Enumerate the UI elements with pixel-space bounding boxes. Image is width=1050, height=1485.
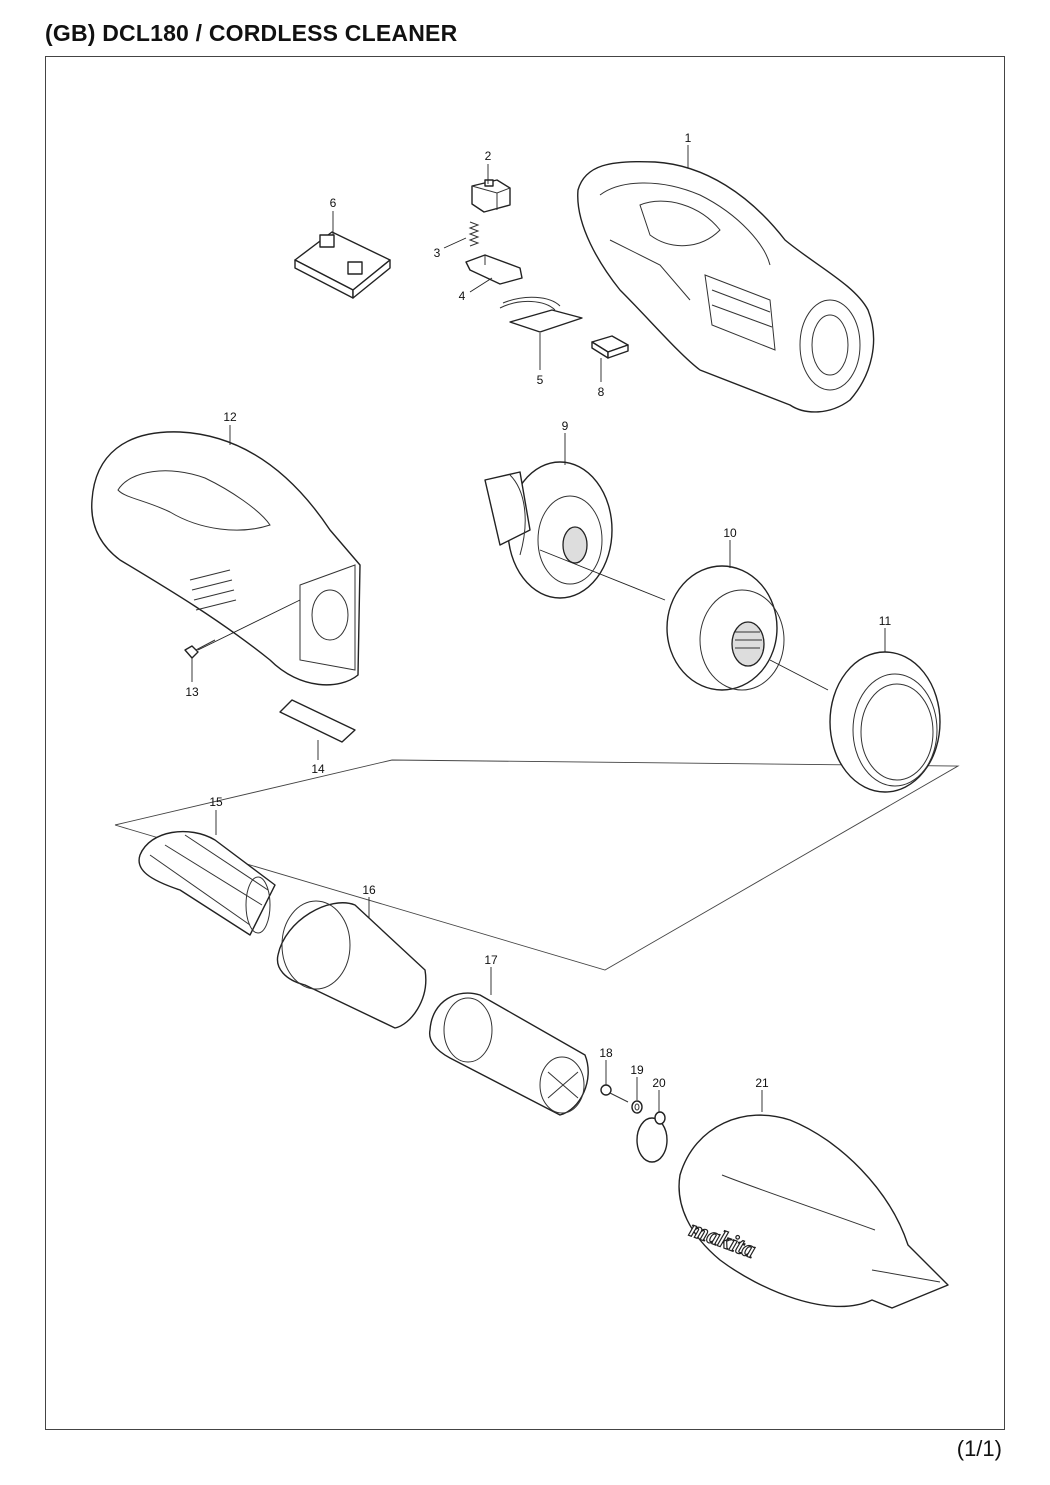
part-number: 18: [599, 1046, 613, 1060]
part-number: 1: [685, 131, 692, 145]
part-17-prefilter[interactable]: [428, 992, 589, 1116]
part-number: 14: [311, 762, 325, 776]
part-number: 15: [209, 795, 223, 809]
part-4-switch-lever[interactable]: [465, 254, 523, 285]
leader-lines: [191, 145, 886, 1112]
part-number: 13: [185, 685, 199, 699]
part-number: 20: [652, 1076, 666, 1090]
part-11-ring[interactable]: [829, 651, 941, 793]
part-1-housing-half[interactable]: [577, 160, 875, 413]
part-number: 3: [434, 246, 441, 260]
part-number: 17: [484, 953, 498, 967]
part-9-motor-fan[interactable]: [484, 461, 613, 599]
diagram-frame: [45, 56, 1005, 1430]
part-8-pad[interactable]: [591, 335, 629, 359]
part-number: 4: [459, 289, 466, 303]
page-title: (GB) DCL180 / CORDLESS CLEANER: [45, 20, 458, 46]
part-number: 5: [537, 373, 544, 387]
part-12-housing-set[interactable]: [91, 431, 361, 686]
part-10-fan-cover[interactable]: [666, 565, 785, 691]
part-number: 10: [723, 526, 737, 540]
part-2-switch[interactable]: [471, 179, 511, 213]
assembly-outline: [114, 759, 960, 971]
part-3-spring[interactable]: [468, 221, 480, 247]
part-19-washer[interactable]: [631, 1100, 643, 1114]
part-number: 12: [223, 410, 237, 424]
part-20-valve[interactable]: [636, 1111, 668, 1163]
part-number: 21: [755, 1076, 769, 1090]
part-number: 8: [598, 385, 605, 399]
part-numbers: 1 2 3 4 5 6 8 9 10 11 12 13 14 15 16 17 …: [185, 131, 891, 1090]
part-number: 9: [562, 419, 569, 433]
part-number: 6: [330, 196, 337, 210]
page-number: (1/1): [956, 1436, 1002, 1461]
part-18-screw[interactable]: [600, 1084, 629, 1103]
part-5-controller[interactable]: [499, 296, 583, 333]
part-21-nozzle[interactable]: makita: [678, 1114, 949, 1309]
part-15-filter-frame[interactable]: [138, 830, 276, 936]
part-14-label[interactable]: [279, 699, 356, 743]
part-number: 2: [485, 149, 492, 163]
part-16-filter[interactable]: [276, 900, 427, 1029]
part-13-screw[interactable]: [184, 639, 216, 659]
part-6-terminal-bracket[interactable]: [294, 231, 391, 299]
part-number: 19: [630, 1063, 644, 1077]
part-number: 11: [879, 614, 892, 628]
part-number: 16: [362, 883, 376, 897]
